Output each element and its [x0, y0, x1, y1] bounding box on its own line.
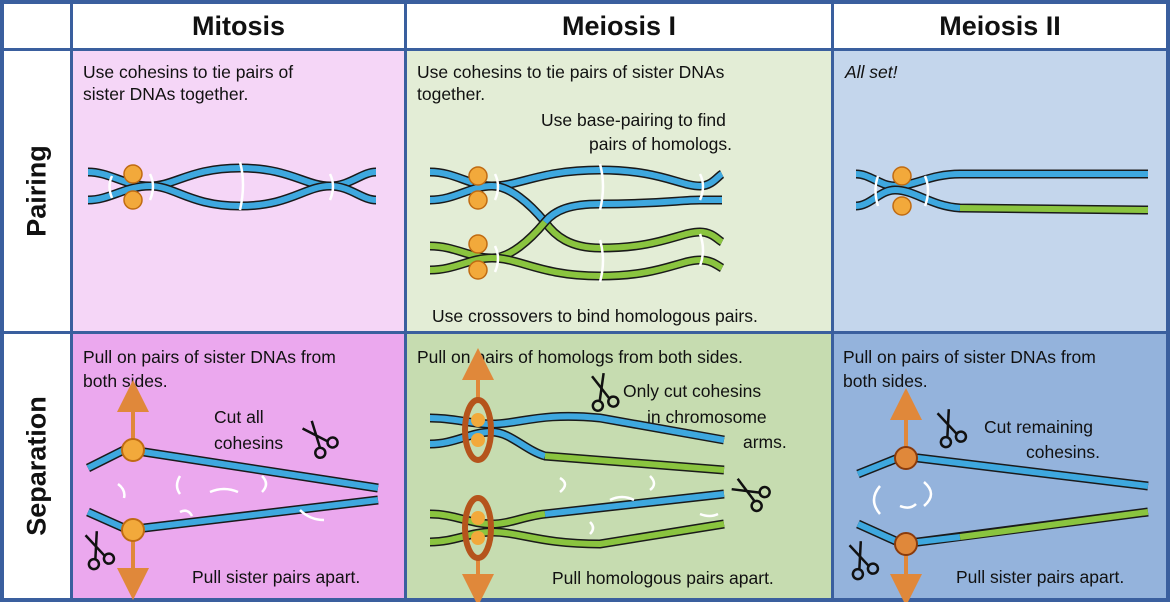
cohesin-icon [123, 164, 143, 184]
cohesin-icon [468, 260, 488, 280]
meiosis1-pairing-dna [429, 163, 725, 283]
scissors-icon [936, 409, 968, 449]
column-header-mitosis: Mitosis [73, 4, 404, 48]
meiosis1-cut-text-1: Only cut cohesins [623, 381, 762, 401]
meiosis1-separation-bottom: Pull homologous pairs apart. [552, 568, 774, 588]
mitosis-cut-text-1: Cut all [214, 407, 264, 427]
meiosis1-pairing-text-1: Use cohesins to tie pairs of sister DNAs [417, 62, 725, 82]
meiosis1-separation-dna [429, 348, 771, 602]
cohesin-icon [121, 518, 145, 542]
cohesin-icon [468, 190, 488, 210]
mitosis-pairing-text-1: Use cohesins to tie pairs of [83, 62, 294, 82]
meiosis2-separation-text-2: both sides. [843, 371, 928, 391]
cohesin-icon [121, 438, 145, 462]
cohesin-icon [468, 234, 488, 254]
meiosis2-separation-dna [848, 388, 1149, 602]
meiosis2-separation-bottom: Pull sister pairs apart. [956, 567, 1125, 587]
mitosis-separation-dna [84, 380, 379, 600]
meiosis2-cut-text-1: Cut remaining [984, 417, 1093, 437]
meiosis2-separation-text-1: Pull on pairs of sister DNAs from [843, 347, 1096, 367]
mitosis-pairing-dna [87, 161, 377, 211]
meiosis2-cut-text-2: cohesins. [1026, 442, 1100, 462]
scissors-icon [84, 531, 116, 571]
meiosis1-separation-text-1: Pull on pairs of homologs from both side… [417, 347, 743, 367]
meiosis2-pairing-note: All set! [845, 62, 898, 82]
meiosis2-pairing-dna [855, 166, 1149, 216]
scissors-icon [591, 372, 620, 412]
meiosis1-crossover-text: Use crossovers to bind homologous pairs. [432, 306, 758, 326]
cohesin-icon [892, 166, 912, 186]
mitosis-pairing-text-2: sister DNAs together. [83, 84, 249, 104]
mitosis-separation-bottom: Pull sister pairs apart. [192, 567, 361, 587]
cohesin-icon [892, 196, 912, 216]
meiosis1-base-pairing-text-2: pairs of homologs. [589, 134, 732, 154]
meiosis1-base-pairing-text-1: Use base-pairing to find [541, 110, 726, 130]
meiosis1-cut-text-3: arms. [743, 432, 787, 452]
scissors-icon [731, 478, 771, 513]
cohesin-ring-icon [462, 495, 494, 561]
cohesin-ring-icon [462, 397, 494, 463]
mitosis-cut-text-2: cohesins [214, 433, 284, 453]
cohesin-icon [123, 190, 143, 210]
scissors-icon [848, 541, 880, 581]
cohesin-icon [468, 166, 488, 186]
cohesin-icon [894, 532, 918, 556]
mitosis-separation-text-1: Pull on pairs of sister DNAs from [83, 347, 336, 367]
row-label-pairing: Pairing [4, 51, 70, 331]
corner-cell [4, 4, 70, 48]
column-header-meiosis-2: Meiosis II [834, 4, 1166, 48]
meiosis1-pairing-text-2: together. [417, 84, 486, 104]
scissors-icon [301, 420, 339, 460]
meiosis1-cut-text-2: in chromosome [647, 407, 767, 427]
cohesin-icon [894, 446, 918, 470]
row-label-separation: Separation [4, 334, 70, 598]
column-header-meiosis-1: Meiosis I [407, 4, 831, 48]
